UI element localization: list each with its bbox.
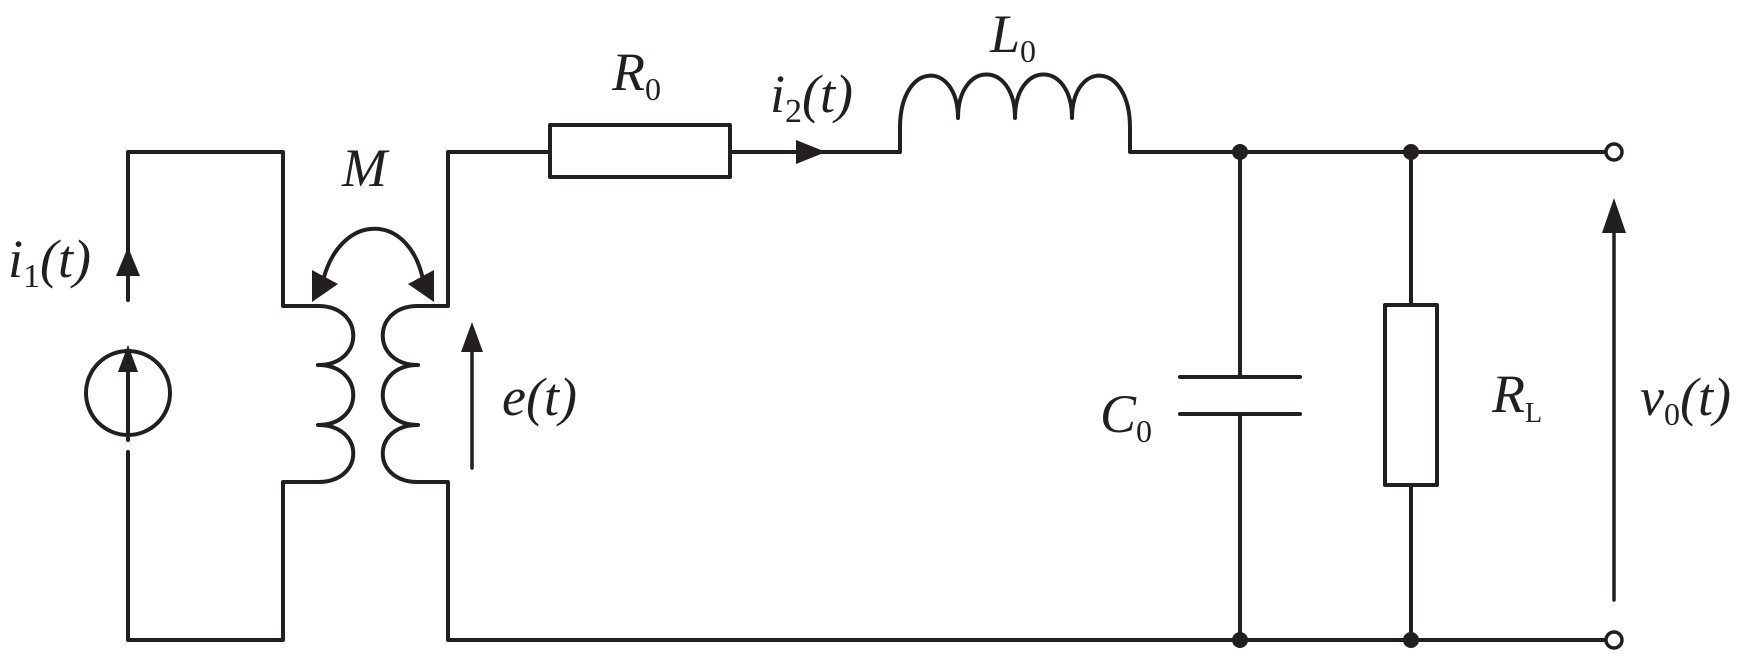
label-c0: C0 [1100,384,1152,449]
secondary-network [416,126,1607,642]
primary-wire-top [126,150,320,308]
primary-loop [126,150,320,642]
junction-dot-rl-top [1403,144,1419,160]
output-voltage-arrow [1602,198,1626,602]
emf-arrow-head [461,322,483,352]
i1-arrow-head [116,247,140,276]
mutual-arrow-left [312,270,338,302]
junction-dot-c0-bottom [1232,632,1248,648]
mutual-arc [320,226,426,287]
v0-arrow-head [1602,198,1626,233]
i2-arrow-head [796,140,826,164]
resistor-r0 [548,123,732,179]
junction-dot-rl-bottom [1403,632,1419,648]
secondary-wire-top [416,150,552,308]
current-source [84,345,172,442]
resistor-rl [1383,150,1439,642]
secondary-wire-bottom [416,480,1607,642]
inductor-l0 [898,72,1132,130]
primary-coil [316,304,356,484]
label-i2: i2(t) [770,64,853,130]
output-terminal-top [1604,142,1624,162]
output-terminal-bottom [1604,630,1624,650]
label-r0: R0 [611,42,661,107]
mutual-arrow-right [408,270,434,302]
emf-arrow [461,322,483,470]
transformer [316,304,420,484]
label-i1: i1(t) [8,229,91,295]
primary-wire-bottom [126,450,320,642]
mutual-inductance-arc [312,226,434,302]
junction-dot-c0-top [1232,144,1248,160]
label-mutual-inductance: M [341,138,390,198]
current-source-arrow-head [118,345,138,372]
capacitor-c0 [1178,150,1302,642]
resistor-rl-body [1383,303,1439,487]
label-l0: L0 [989,4,1036,69]
output-wire-top [1128,126,1607,154]
label-v0: v0(t) [1640,367,1731,432]
secondary-coil [380,304,420,484]
label-rl: RL [1491,364,1542,429]
series-wire [728,126,902,154]
label-emf: e(t) [502,367,577,427]
